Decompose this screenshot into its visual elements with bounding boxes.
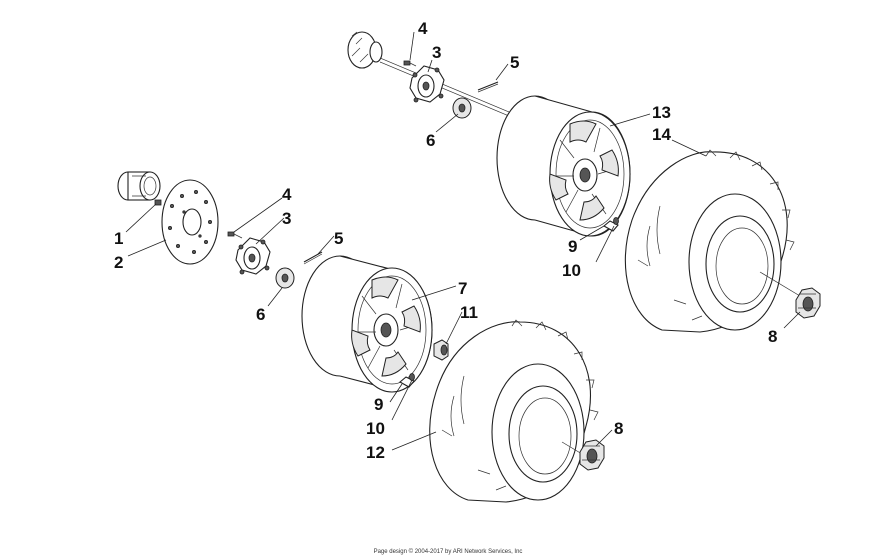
upper-cotter-pin — [477, 81, 499, 93]
callout-14: 14 — [652, 125, 671, 144]
lower-lug-nut — [433, 339, 449, 361]
lower-castle-nut — [275, 267, 295, 289]
lower-brake-disc-bolt — [154, 199, 162, 206]
lower-tire — [429, 319, 599, 503]
callout-10-lower: 10 — [366, 419, 385, 438]
callout-12: 12 — [366, 443, 385, 462]
lower-cotter-pin — [303, 251, 323, 265]
upper-valve-stem — [603, 217, 619, 232]
upper-wheel-rim — [496, 95, 631, 237]
callout-3-lower: 3 — [282, 209, 291, 228]
callout-5-upper: 5 — [510, 53, 519, 72]
callout-10-upper: 10 — [562, 261, 581, 280]
lower-bearing — [117, 171, 161, 201]
upper-hub — [409, 65, 445, 103]
callout-8-lower: 8 — [614, 419, 623, 438]
callout-8-upper: 8 — [768, 327, 777, 346]
leader-lines — [125, 31, 801, 451]
callout-5-lower: 5 — [334, 229, 343, 248]
callout-13: 13 — [652, 103, 671, 122]
callout-6-lower: 6 — [256, 305, 265, 324]
callout-3-upper: 3 — [432, 43, 441, 62]
upper-hub-bolt — [403, 60, 417, 67]
upper-tire — [624, 149, 801, 333]
callout-4-lower: 4 — [282, 185, 292, 204]
callout-11: 11 — [460, 303, 478, 322]
upper-wheel-cap — [795, 287, 821, 319]
lower-valve-stem — [399, 373, 415, 388]
lower-hub — [235, 237, 271, 275]
lower-wheel-rim — [301, 255, 433, 393]
callout-7: 7 — [458, 279, 467, 298]
upper-castle-nut — [452, 97, 472, 119]
callout-1: 1 — [114, 229, 123, 248]
lower-brake-disc — [161, 179, 219, 265]
callout-9-upper: 9 — [568, 237, 577, 256]
callout-6-upper: 6 — [426, 131, 435, 150]
copyright-footer: Page design © 2004-2017 by ARI Network S… — [373, 549, 523, 555]
lower-wheel-cap — [579, 439, 605, 471]
lower-hub-bolt — [227, 231, 243, 239]
callout-9-lower: 9 — [374, 395, 383, 414]
callouts: 4 3 5 6 13 14 9 10 8 1 2 4 3 5 6 7 11 9 … — [114, 19, 777, 462]
callout-2: 2 — [114, 253, 123, 272]
callout-4-upper: 4 — [418, 19, 428, 38]
